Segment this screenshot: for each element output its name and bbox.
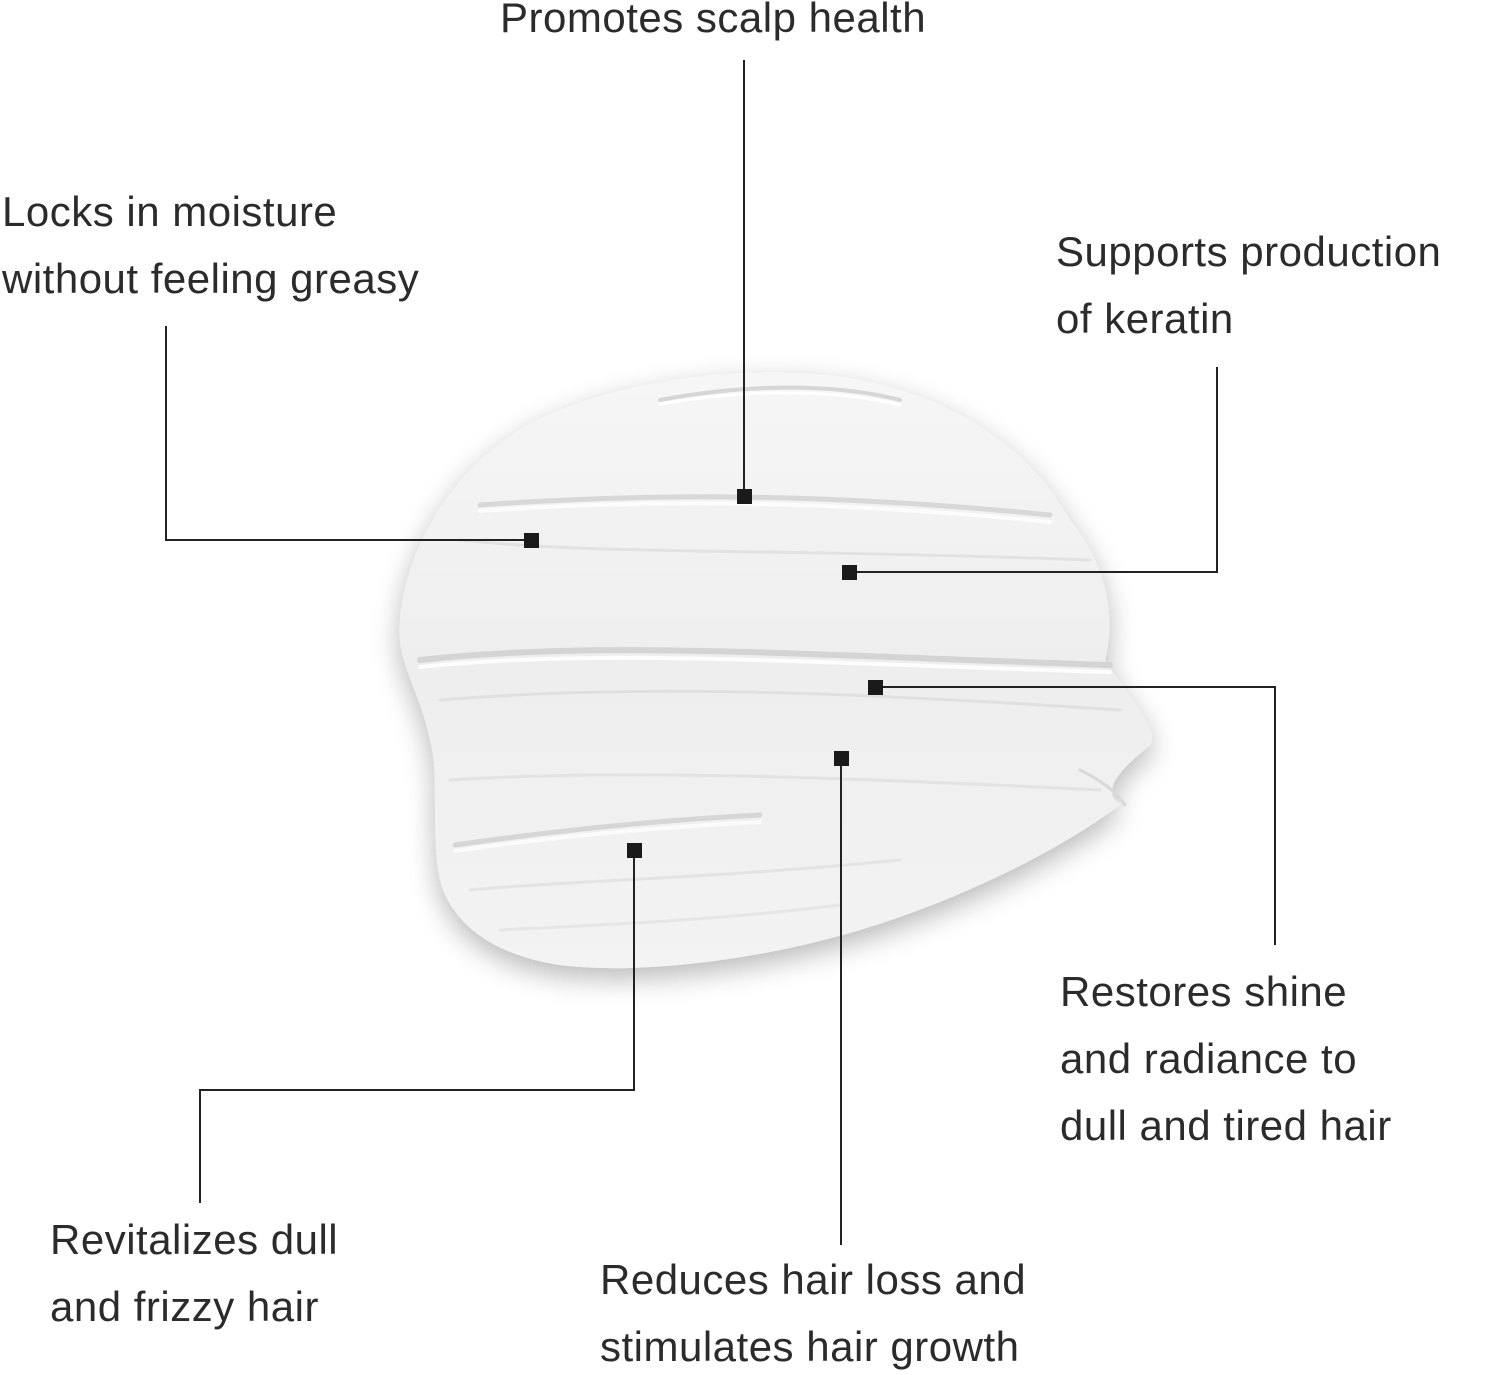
- callout-line: Supports production: [1056, 228, 1442, 275]
- leader-lines: [165, 60, 1276, 1245]
- callout-moisture: Locks in moisture without feeling greasy: [2, 178, 419, 312]
- callout-revitalize: Revitalizes dull and frizzy hair: [50, 1206, 338, 1340]
- callout-line: and radiance to: [1060, 1035, 1358, 1082]
- marker-moisture: [524, 533, 539, 548]
- leader-line-revitalize: [199, 850, 635, 1203]
- markers: [524, 489, 883, 858]
- callout-line: without feeling greasy: [2, 255, 420, 302]
- callout-line: Restores shine: [1060, 968, 1348, 1015]
- callout-line: Promotes scalp health: [500, 0, 927, 41]
- marker-shine: [868, 680, 883, 695]
- callout-keratin: Supports production of keratin: [1056, 218, 1441, 352]
- callout-scalp-health: Promotes scalp health: [500, 0, 926, 51]
- leader-line-shine: [875, 686, 1276, 945]
- callout-line: stimulates hair growth: [600, 1323, 1020, 1370]
- callout-shine: Restores shine and radiance to dull and …: [1060, 958, 1392, 1159]
- callout-line: of keratin: [1056, 295, 1234, 342]
- callout-line: Locks in moisture: [2, 188, 338, 235]
- marker-revitalize: [627, 843, 642, 858]
- marker-hairloss: [834, 751, 849, 766]
- cream-blob: [399, 372, 1152, 969]
- leader-line-moisture: [165, 326, 531, 541]
- marker-keratin: [842, 565, 857, 580]
- callout-line: Revitalizes dull: [50, 1216, 339, 1263]
- callout-line: dull and tired hair: [1060, 1102, 1392, 1149]
- leader-line-keratin: [849, 367, 1218, 573]
- marker-scalp: [737, 489, 752, 504]
- cream-texture: [417, 385, 1127, 932]
- callout-line: Reduces hair loss and: [600, 1256, 1027, 1303]
- callout-line: and frizzy hair: [50, 1283, 319, 1330]
- callout-hair-loss: Reduces hair loss and stimulates hair gr…: [600, 1246, 1026, 1375]
